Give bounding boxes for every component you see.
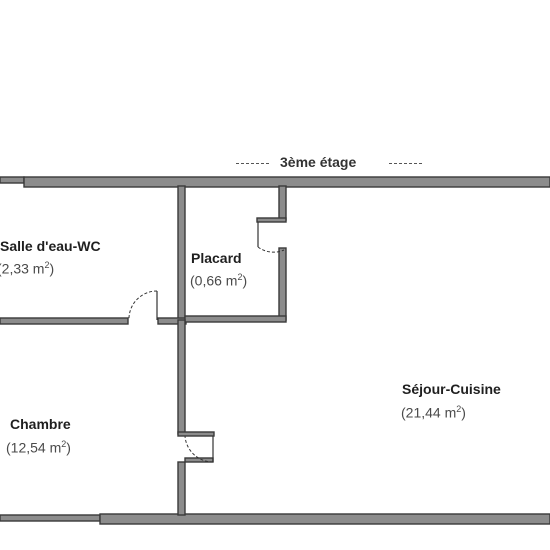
wall-chambre-sejour-lower xyxy=(177,461,186,516)
wall-placard-sejour-lower xyxy=(278,247,287,321)
chambre-door-swing xyxy=(184,435,214,463)
bottom-wall-left-stub xyxy=(0,514,101,522)
top-wall-left-stub xyxy=(0,176,25,184)
wall-chambre-sejour-upper xyxy=(177,319,186,435)
placard-door-stub xyxy=(256,217,287,223)
room-name-placard: Placard xyxy=(191,250,242,266)
room-area-salle-deau: (2,33 m2) xyxy=(0,260,55,277)
chambre-door-stub xyxy=(177,431,215,437)
room-name-sejour-cuisine: Séjour-Cuisine xyxy=(402,381,501,397)
floor-title-dash-left xyxy=(236,163,269,164)
wall-bath-placard xyxy=(177,185,186,321)
placard-door-swing xyxy=(257,246,285,253)
room-name-salle-deau: Salle d'eau-WC xyxy=(0,238,101,254)
chambre-door-stub-lower xyxy=(184,457,214,463)
room-area-placard: (0,66 m2) xyxy=(190,272,248,289)
floor-title: 3ème étage xyxy=(280,154,357,170)
wall-placard-sejour-upper xyxy=(278,185,287,221)
top-wall xyxy=(23,176,550,188)
wall-bath-bottom-left xyxy=(0,317,129,325)
room-name-chambre: Chambre xyxy=(10,416,71,432)
room-area-chambre: (12,54 m2) xyxy=(6,439,71,456)
bathroom-door-swing xyxy=(128,290,158,321)
wall-placard-bottom xyxy=(184,315,287,323)
bottom-wall xyxy=(99,513,550,525)
room-area-sejour-cuisine: (21,44 m2) xyxy=(401,404,466,421)
floor-title-dash-right xyxy=(389,163,422,164)
